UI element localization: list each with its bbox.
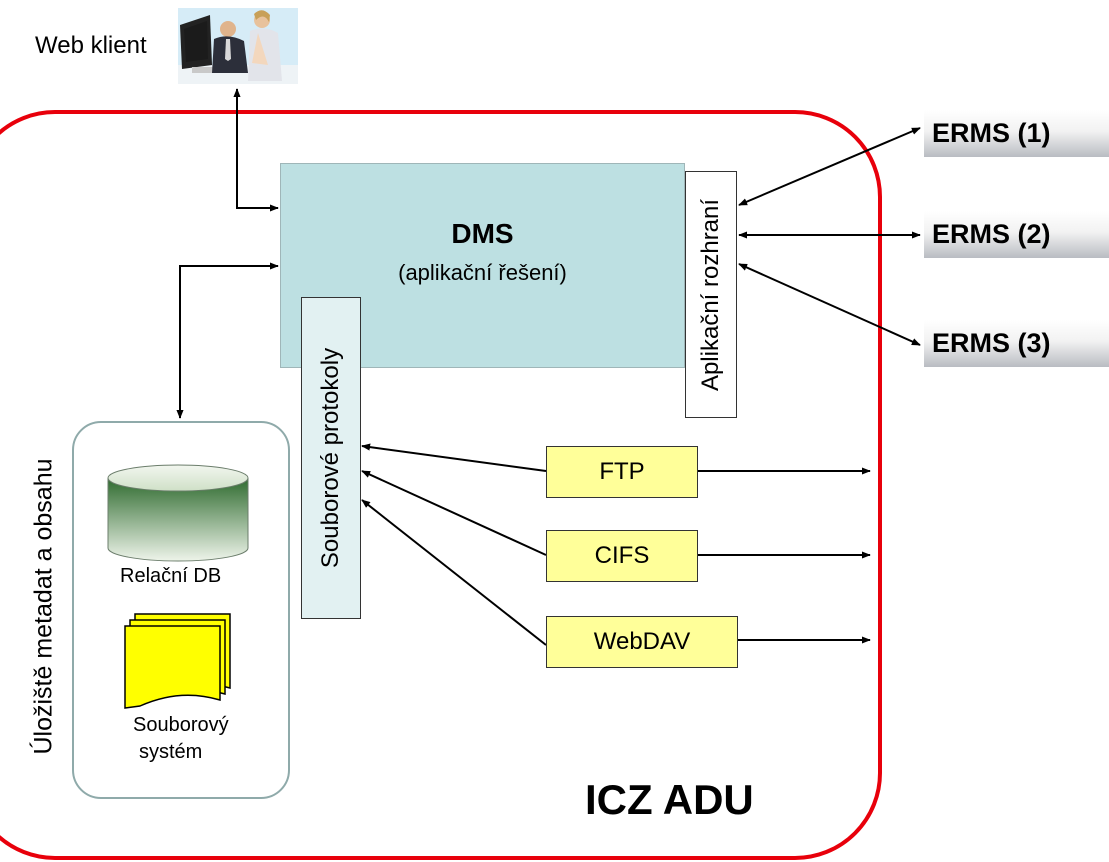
storage-label: Úložiště metadat a obsahu [29, 457, 58, 755]
fs-label-line1: Souborový [133, 714, 229, 736]
storage-dms-arrow [176, 262, 279, 419]
web-client-label: Web klient [35, 32, 147, 59]
dms-subtitle: (aplikační řešení) [398, 260, 567, 285]
file-system-icon [124, 613, 231, 709]
web-client-dms-arrow [233, 88, 279, 212]
webdav-box: WebDAV [546, 616, 738, 668]
cifs-box: CIFS [546, 530, 698, 582]
erms3-arrow [738, 263, 921, 346]
web-client-image [170, 3, 303, 86]
app-interface-label: Aplikační rozhraní [697, 198, 724, 391]
boundary-label: ICZ ADU [585, 776, 754, 823]
ftp-in-arrow [361, 443, 547, 472]
app-interface-box: Aplikační rozhraní [685, 171, 737, 418]
boundary [0, 110, 882, 860]
fs-label-line2: systém [139, 741, 203, 763]
dms-title: DMS [451, 218, 514, 249]
webdav-in-arrow [361, 499, 547, 646]
database-icon [107, 464, 249, 562]
cifs-in-arrow [361, 470, 547, 556]
ftp-box: FTP [546, 446, 698, 498]
storage-label-box: Úložiště metadat a obsahu [20, 420, 68, 792]
file-protocols-label: Souborové protokoly [317, 347, 345, 569]
erms-3-box: ERMS (3) [924, 320, 1109, 367]
db-label: Relační DB [120, 565, 222, 587]
erms1-arrow [738, 127, 921, 206]
erms-1-box: ERMS (1) [924, 110, 1109, 157]
file-protocols-box: Souborové protokoly [301, 297, 361, 619]
erms-2-box: ERMS (2) [924, 211, 1109, 258]
